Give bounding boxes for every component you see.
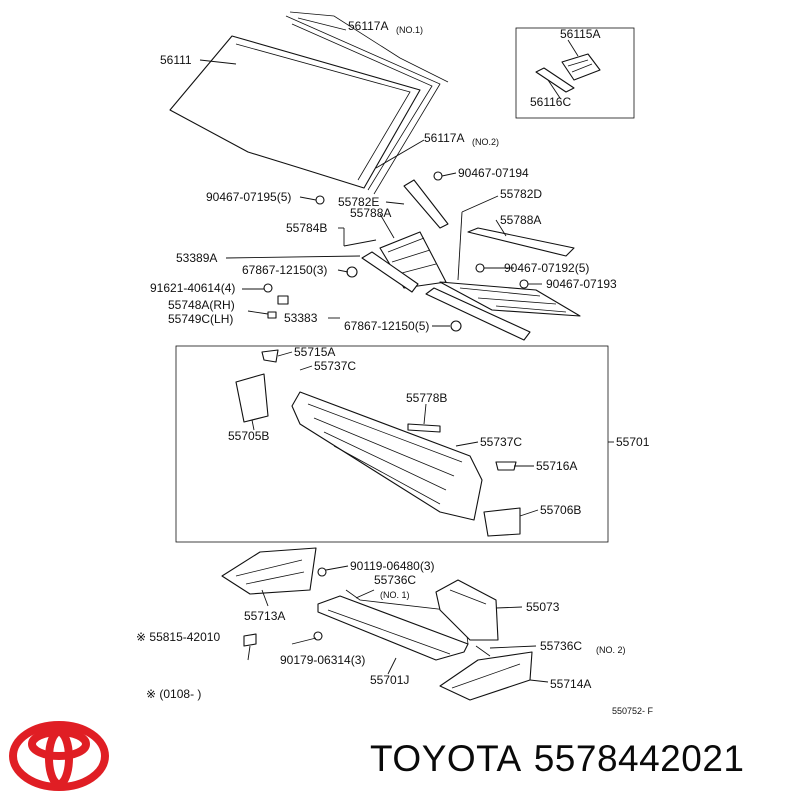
- windshield-glass: [169, 11, 449, 195]
- label-55784b: 55784B: [286, 221, 327, 235]
- fasteners: [263, 171, 529, 332]
- parts-diagram: 56111 56117A (NO.1) 56117A (NO.2) 56115A…: [136, 11, 654, 716]
- label-53389a: 53389A: [176, 251, 217, 265]
- lower-parts: [221, 547, 533, 701]
- label-55782e: 55782E: [338, 195, 379, 209]
- label-90467-07195: 90467-07195(5): [206, 190, 291, 204]
- label-56117a-no2-note: (NO.2): [472, 137, 499, 147]
- part-number: 5578442021: [533, 738, 745, 779]
- label-90119-06480: 90119-06480(3): [350, 559, 435, 573]
- label-55788a-left: 55788A: [350, 206, 391, 220]
- label-55736c-no2: 55736C: [540, 639, 582, 653]
- label-55748a-rh: 55748A(RH): [168, 298, 235, 312]
- cowl-panel: [235, 349, 521, 537]
- strip-56116c: [535, 67, 575, 93]
- label-55737c-1: 55737C: [314, 359, 356, 373]
- cowl-box: [175, 345, 609, 543]
- label-55701j: 55701J: [370, 673, 409, 687]
- label-55701: 55701: [616, 435, 650, 449]
- inset-box: [515, 27, 635, 119]
- label-55716a: 55716A: [536, 459, 577, 473]
- label-55749c-lh: 55749C(LH): [168, 312, 233, 326]
- diagram-code: 550752- F: [612, 706, 654, 716]
- brand-title: TOYOTA 5578442021: [370, 738, 790, 788]
- label-55073: 55073: [526, 600, 560, 614]
- label-55736c-no1-note: (NO. 1): [380, 590, 410, 600]
- cowl-top-right: [425, 227, 581, 341]
- label-56116c: 56116C: [530, 95, 571, 109]
- label-55778b: 55778B: [406, 391, 447, 405]
- label-53383: 53383: [284, 311, 318, 325]
- label-90467-07193: 90467-07193: [546, 277, 617, 291]
- label-55736c-no2-note: (NO. 2): [596, 645, 626, 655]
- label-56115a: 56115A: [560, 27, 600, 41]
- label-55715a: 55715A: [294, 345, 335, 359]
- footnote: ※ (0108- ): [146, 687, 201, 701]
- label-55737c-2: 55737C: [480, 435, 522, 449]
- part-labels: 56111 56117A (NO.1) 56117A (NO.2) 56115A…: [136, 19, 654, 716]
- label-91621-40614: 91621-40614(4): [150, 281, 235, 295]
- brand-name: TOYOTA: [370, 738, 522, 779]
- label-55705b: 55705B: [228, 429, 269, 443]
- label-55788a-right: 55788A: [500, 213, 541, 227]
- label-56117a-no2: 56117A: [424, 131, 464, 145]
- label-55815-42010: ※ 55815-42010: [136, 630, 220, 644]
- label-67867-12150-3: 67867-12150(3): [242, 263, 327, 277]
- label-56111: 56111: [160, 53, 192, 67]
- label-55714a: 55714A: [550, 677, 591, 691]
- label-55782d: 55782D: [500, 187, 542, 201]
- clip-56115a: [561, 53, 601, 81]
- label-67867-12150-5: 67867-12150(5): [344, 319, 429, 333]
- label-90467-07192: 90467-07192(5): [504, 261, 589, 275]
- label-55706b: 55706B: [540, 503, 581, 517]
- label-56117a-no1: 56117A: [348, 19, 388, 33]
- toyota-logo-icon: [9, 721, 109, 791]
- leader-lines: [199, 17, 614, 683]
- label-56117a-no1-note: (NO.1): [396, 25, 423, 35]
- label-90467-07194: 90467-07194: [458, 166, 529, 180]
- label-90179-06314: 90179-06314(3): [280, 653, 365, 667]
- label-55713a: 55713A: [244, 609, 285, 623]
- label-55736c-no1: 55736C: [374, 573, 416, 587]
